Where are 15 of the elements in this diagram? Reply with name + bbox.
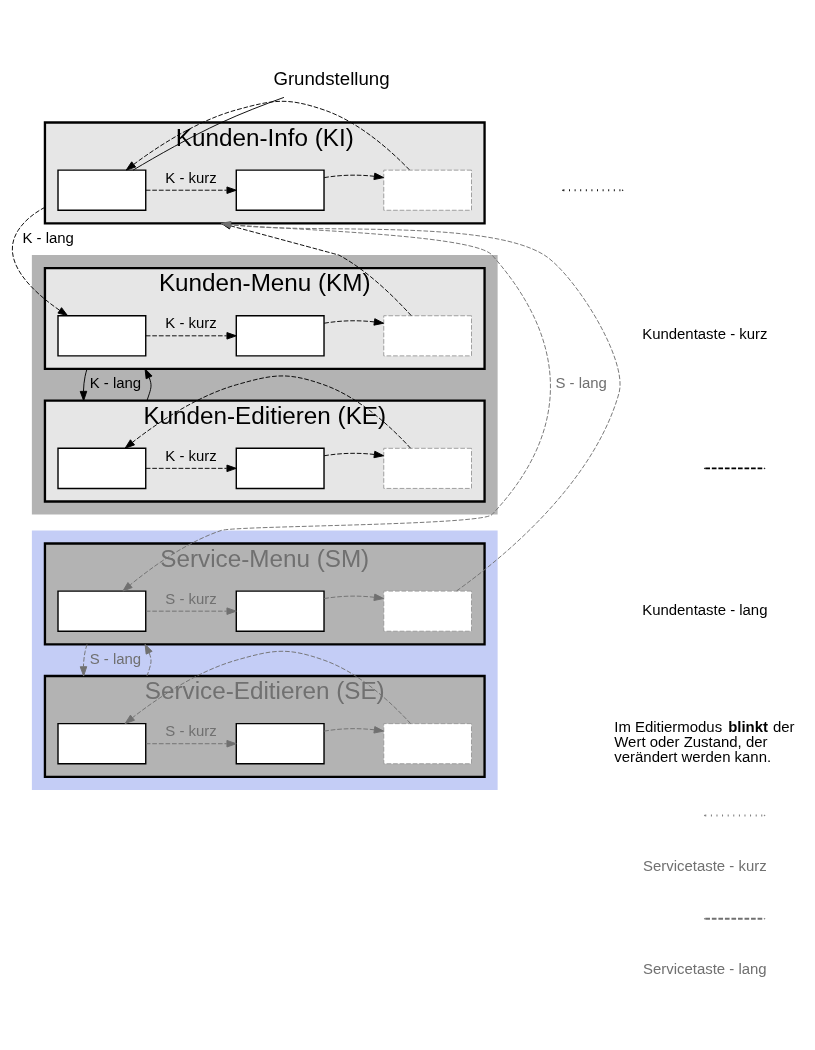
legend-label: Kundentaste - lang (642, 600, 768, 618)
edge-label: S - lang (89, 649, 142, 667)
edge-label: K - lang (89, 373, 142, 391)
legend-label: Servicetaste - kurz (643, 856, 767, 874)
edge-label: K - kurz (165, 446, 217, 464)
edge-label: K - lang (22, 228, 74, 246)
node-text: Grundstellung (273, 67, 390, 89)
label: Im Editiermodus blinkt der Wert oder Zustand, der verändert werden kann. (614, 717, 795, 765)
edge-label: S - kurz (165, 721, 217, 739)
edge-label: S - kurz (165, 589, 217, 607)
edge-label: K - kurz (165, 168, 217, 186)
legend-label: Kundentaste - kurz (642, 324, 768, 342)
edge-label: K - kurz (165, 313, 217, 331)
legend-label: Servicetaste - lang (643, 959, 767, 977)
edge-label: S - lang (555, 373, 607, 391)
